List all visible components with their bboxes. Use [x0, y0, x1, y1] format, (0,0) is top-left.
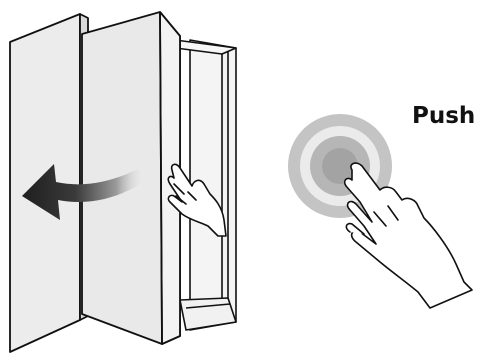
open-direction-arrow-icon [22, 164, 140, 220]
hand-pushing-door-icon [167, 163, 227, 237]
hand-pressing-button-icon [343, 162, 473, 309]
push-label: Push [412, 103, 476, 129]
